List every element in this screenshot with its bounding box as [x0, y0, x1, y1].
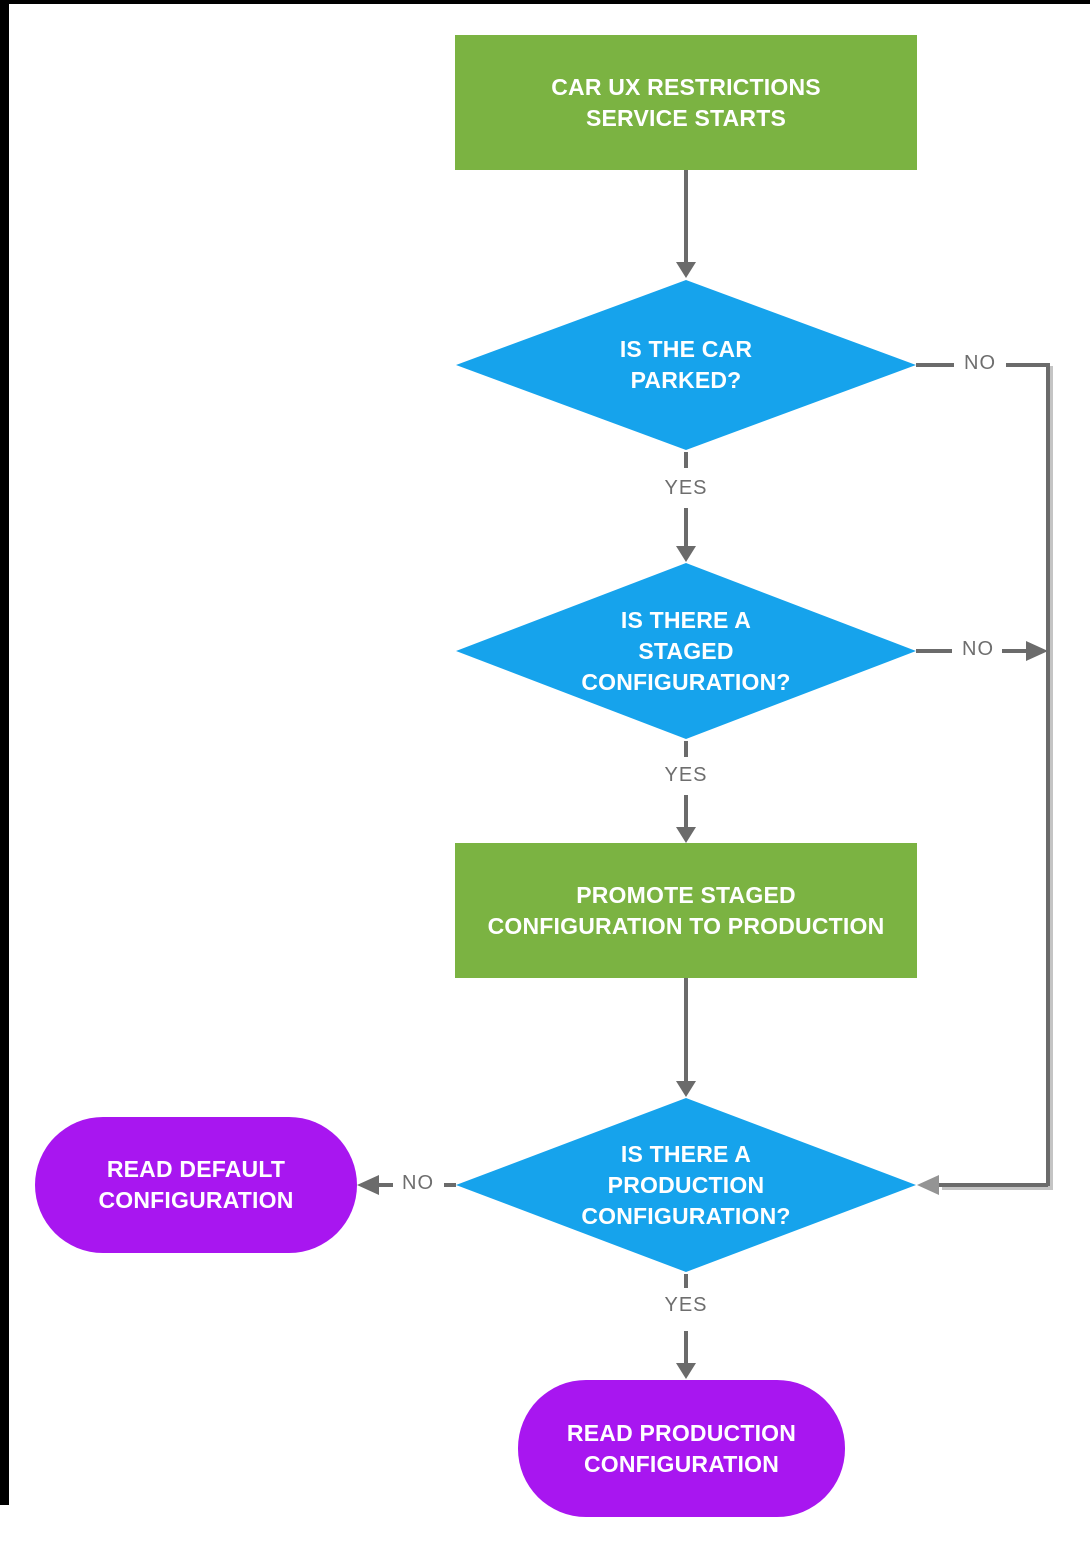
edge-promote-production-stem	[684, 978, 688, 1082]
edge-no-rail-vertical	[1046, 363, 1050, 1187]
edge-label-yes: YES	[664, 1294, 708, 1316]
edge-no-rail-elbow	[939, 1183, 1048, 1187]
arrowhead-down	[676, 1363, 696, 1379]
node-promote-staged: PROMOTE STAGED CONFIGURATION TO PRODUCTI…	[455, 843, 917, 978]
node-text-line: CONFIGURATION	[583, 1450, 780, 1477]
node-read-default: READ DEFAULT CONFIGURATION	[35, 1117, 357, 1253]
arrowhead-left	[917, 1175, 939, 1195]
node-text-line: READ DEFAULT	[106, 1156, 286, 1182]
node-service-starts: CAR UX RESTRICTIONS SERVICE STARTS	[455, 35, 917, 170]
edge-staged-no-segment	[1002, 649, 1026, 653]
node-service-starts-text: CAR UX RESTRICTIONS SERVICE STARTS	[551, 72, 821, 134]
edge-parked-yes-dash	[684, 452, 688, 468]
arrowhead-right	[1026, 641, 1048, 661]
node-staged-configuration-text: IS THERE A STAGED CONFIGURATION?	[581, 605, 790, 698]
edge-label-no: NO	[964, 352, 996, 374]
node-text-line: CONFIGURATION	[98, 1187, 294, 1213]
edge-parked-no-segment	[1006, 363, 1050, 367]
edge-production-yes-dash	[684, 1274, 688, 1288]
edge-parked-yes-stem	[684, 508, 688, 546]
edge-label-no: NO	[402, 1172, 434, 1194]
edge-start-parked-stem	[684, 170, 688, 264]
node-text-line: PROMOTE STAGED	[576, 881, 796, 908]
node-is-car-parked-text: IS THE CAR PARKED?	[620, 334, 752, 396]
page-border-left	[0, 0, 9, 1505]
edge-label-yes: YES	[664, 764, 708, 786]
node-text-line: CONFIGURATION?	[581, 668, 791, 695]
node-text-line: SERVICE STARTS	[585, 104, 787, 131]
arrowhead-down	[676, 546, 696, 562]
node-text-line: CAR UX RESTRICTIONS	[551, 73, 821, 100]
node-text-line: PARKED?	[630, 367, 742, 393]
node-text-line: IS THERE A	[620, 606, 752, 633]
node-production-configuration-text: IS THERE A PRODUCTION CONFIGURATION?	[581, 1139, 790, 1232]
node-text-line: IS THERE A	[620, 1140, 752, 1167]
edge-parked-no-segment	[916, 363, 954, 367]
arrowhead-down	[676, 1081, 696, 1097]
edge-staged-yes-dash	[684, 741, 688, 757]
page-border-top	[0, 0, 1090, 4]
node-text-line: READ PRODUCTION	[566, 1419, 797, 1446]
edge-staged-no-segment	[916, 649, 952, 653]
node-is-car-parked: IS THE CAR PARKED?	[456, 280, 916, 450]
edge-label-yes: YES	[664, 477, 708, 499]
node-production-configuration: IS THERE A PRODUCTION CONFIGURATION?	[456, 1098, 916, 1272]
edge-label-no: NO	[962, 638, 994, 660]
node-read-production: READ PRODUCTION CONFIGURATION	[518, 1380, 845, 1517]
node-promote-staged-text: PROMOTE STAGED CONFIGURATION TO PRODUCTI…	[488, 880, 885, 942]
node-text-line: IS THE CAR	[619, 336, 753, 362]
arrowhead-down	[676, 262, 696, 278]
edge-staged-yes-stem	[684, 795, 688, 828]
edge-production-yes-stem	[684, 1331, 688, 1364]
node-text-line: PRODUCTION	[607, 1171, 765, 1198]
edge-production-no-dash	[444, 1183, 456, 1187]
node-read-production-text: READ PRODUCTION CONFIGURATION	[567, 1418, 796, 1480]
node-staged-configuration: IS THERE A STAGED CONFIGURATION?	[456, 563, 916, 739]
node-text-line: CONFIGURATION TO PRODUCTION	[487, 912, 885, 939]
arrowhead-down	[676, 827, 696, 843]
arrowhead-left	[357, 1175, 379, 1195]
edge-production-no-tail	[379, 1183, 393, 1187]
node-read-default-text: READ DEFAULT CONFIGURATION	[98, 1154, 293, 1216]
node-text-line: STAGED	[638, 637, 734, 664]
node-text-line: CONFIGURATION?	[581, 1202, 791, 1229]
